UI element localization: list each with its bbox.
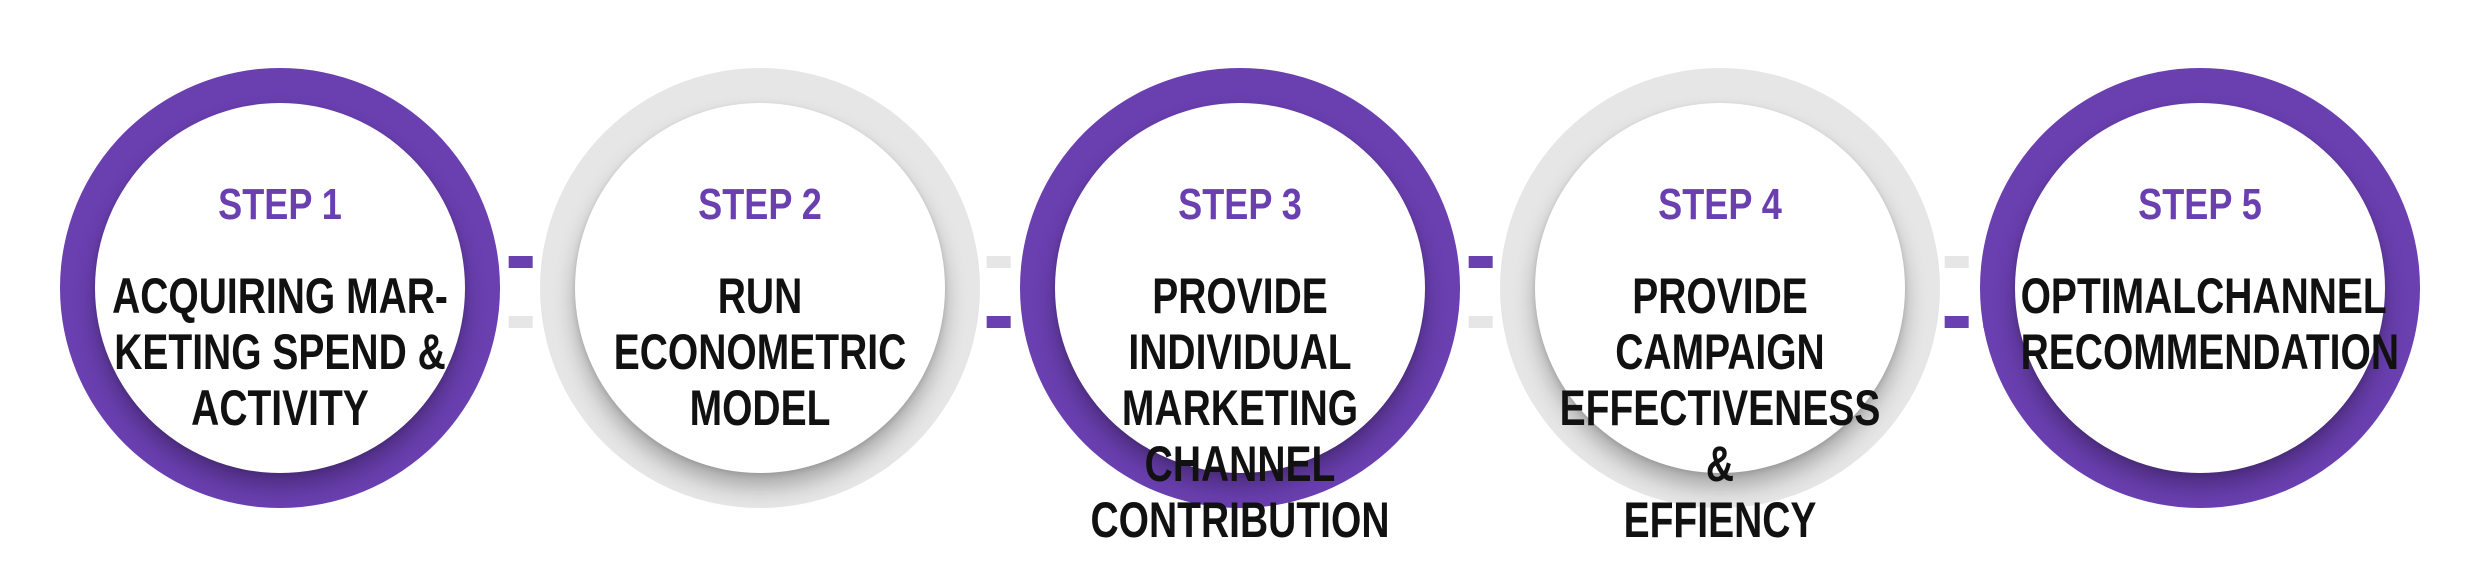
- step-5-circle: STEP 5 OPTIMALCHANNEL RECOMMENDATION: [1980, 68, 2420, 508]
- step-1-label: STEP 1: [218, 180, 342, 229]
- step-2-label: STEP 2: [698, 180, 822, 229]
- step-4-label: STEP 4: [1658, 180, 1782, 229]
- step-2-text: RUN ECONOMETRIC MODEL: [613, 268, 907, 436]
- step-2-circle: STEP 2 RUN ECONOMETRIC MODEL: [540, 68, 980, 508]
- step-4-inner: [1535, 103, 1905, 473]
- step-5-label: STEP 5: [2138, 180, 2262, 229]
- step-1-text: ACQUIRING MAR- KETING SPEND & ACTIVITY: [112, 268, 448, 436]
- step-3-circle: STEP 3 PROVIDE INDIVIDUAL MARKETING CHAN…: [1020, 68, 1460, 548]
- step-5-inner: [2015, 103, 2385, 473]
- step-1-circle: STEP 1 ACQUIRING MAR- KETING SPEND & ACT…: [60, 68, 500, 508]
- step-3-inner: [1055, 103, 1425, 473]
- step-2-inner: [575, 103, 945, 473]
- step-1-inner: [95, 103, 465, 473]
- step-3-label: STEP 3: [1178, 180, 1302, 229]
- step-5-text: OPTIMALCHANNEL RECOMMENDATION: [2020, 268, 2400, 380]
- step-4-text: PROVIDE CAMPAIGN EFFECTIVENESS & EFFIENC…: [1559, 268, 1881, 548]
- step-4-circle: STEP 4 PROVIDE CAMPAIGN EFFECTIVENESS & …: [1500, 68, 1940, 548]
- step-3-text: PROVIDE INDIVIDUAL MARKETING CHANNEL CON…: [1090, 268, 1390, 548]
